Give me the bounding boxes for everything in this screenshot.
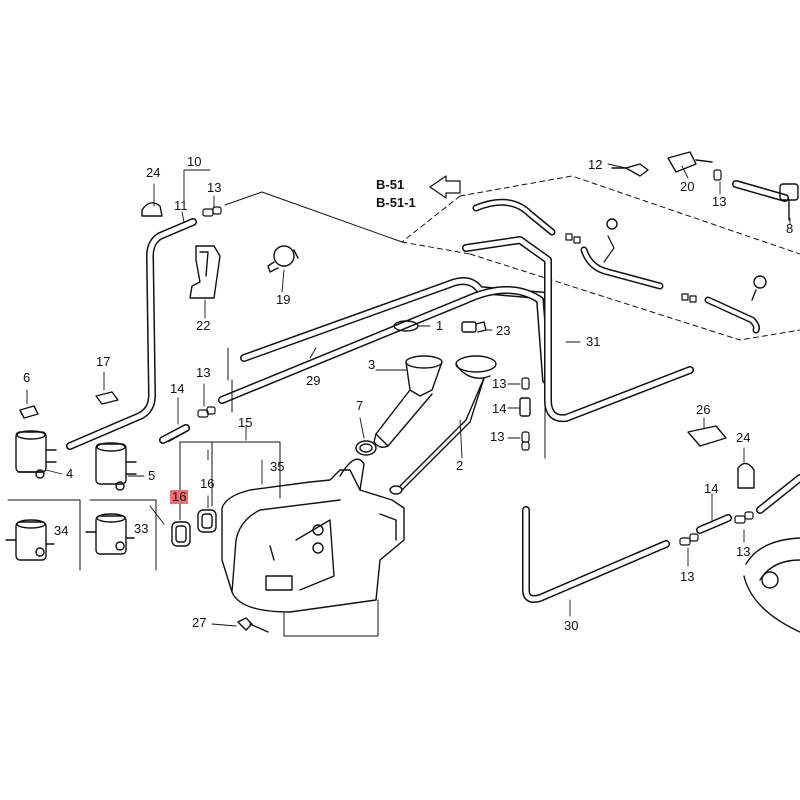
part-12-20 <box>611 151 713 177</box>
label-5[interactable]: 5 <box>148 468 156 483</box>
reference-arrow-icon <box>429 175 461 199</box>
clip-24 <box>141 202 755 489</box>
label-11[interactable]: 11 <box>174 198 188 213</box>
hose-31 <box>462 236 694 459</box>
label-33[interactable]: 33 <box>134 521 149 536</box>
bolt-27 <box>237 617 269 633</box>
label-31[interactable]: 31 <box>586 334 601 349</box>
label-2[interactable]: 2 <box>456 458 464 473</box>
pump-34 <box>5 519 55 561</box>
pad-26 <box>687 425 727 447</box>
label-1[interactable]: 1 <box>436 318 444 333</box>
label-27[interactable]: 27 <box>192 615 207 630</box>
short-tube-14 <box>159 397 531 444</box>
label-7[interactable]: 7 <box>356 398 364 413</box>
ref-b51-1[interactable]: B-51-1 <box>376 195 416 210</box>
tank-35 <box>221 458 405 613</box>
ref-b51[interactable]: B-51 <box>376 177 405 192</box>
hose-29 <box>218 277 552 413</box>
label-20[interactable]: 20 <box>680 179 695 194</box>
leader-lines <box>26 163 791 627</box>
label-17[interactable]: 17 <box>96 354 111 369</box>
label-13-g[interactable]: 13 <box>680 569 695 584</box>
label-35[interactable]: 35 <box>270 459 285 474</box>
pump-33 <box>85 513 135 555</box>
label-13-f[interactable]: 13 <box>736 544 751 559</box>
label-8[interactable]: 8 <box>786 221 794 236</box>
label-3[interactable]: 3 <box>368 357 376 372</box>
seal-16 <box>171 509 217 547</box>
label-13-d[interactable]: 13 <box>490 429 505 444</box>
pump-4 <box>15 430 57 479</box>
tank-outline-frame <box>179 441 379 637</box>
label-22[interactable]: 22 <box>196 318 211 333</box>
label-30[interactable]: 30 <box>564 618 579 633</box>
label-14-a[interactable]: 14 <box>170 381 185 396</box>
label-14-b[interactable]: 14 <box>492 401 507 416</box>
label-24-right[interactable]: 24 <box>736 430 751 445</box>
gasket-7 <box>355 440 377 456</box>
filler-neck-3 <box>373 355 443 449</box>
pad-17 <box>95 391 119 405</box>
label-12[interactable]: 12 <box>588 157 603 172</box>
label-26[interactable]: 26 <box>696 402 711 417</box>
part-23 <box>461 321 487 333</box>
hose-30 <box>522 506 670 603</box>
pump-5 <box>95 442 137 491</box>
label-29[interactable]: 29 <box>306 373 321 388</box>
label-24-top[interactable]: 24 <box>146 165 161 180</box>
label-6[interactable]: 6 <box>23 370 31 385</box>
label-34[interactable]: 34 <box>54 523 69 538</box>
bracket-22 <box>189 245 221 299</box>
dashed-region <box>401 175 800 341</box>
label-15[interactable]: 15 <box>238 415 253 430</box>
label-13-c[interactable]: 13 <box>492 376 507 391</box>
label-13-b[interactable]: 13 <box>196 365 211 380</box>
label-16-highlighted[interactable]: 16 <box>170 489 189 504</box>
label-23[interactable]: 23 <box>496 323 511 338</box>
joint-connectors <box>197 169 754 546</box>
part-8 <box>732 180 799 221</box>
hose-right <box>164 424 800 534</box>
part-19 <box>267 245 299 273</box>
bumper-corner <box>743 537 800 633</box>
label-13-e[interactable]: 13 <box>712 194 727 209</box>
label-4[interactable]: 4 <box>66 466 74 481</box>
label-19[interactable]: 19 <box>276 292 291 307</box>
level-gauge-2 <box>389 355 497 495</box>
label-16[interactable]: 16 <box>200 476 215 491</box>
box-33 <box>89 499 157 571</box>
label-14-c[interactable]: 14 <box>704 481 719 496</box>
box-34 <box>7 499 81 571</box>
label-10[interactable]: 10 <box>187 154 202 169</box>
hose-11 <box>66 218 197 450</box>
label-13-a[interactable]: 13 <box>207 180 222 195</box>
dashed-group-hoses <box>472 198 767 334</box>
pad-6 <box>19 405 39 419</box>
